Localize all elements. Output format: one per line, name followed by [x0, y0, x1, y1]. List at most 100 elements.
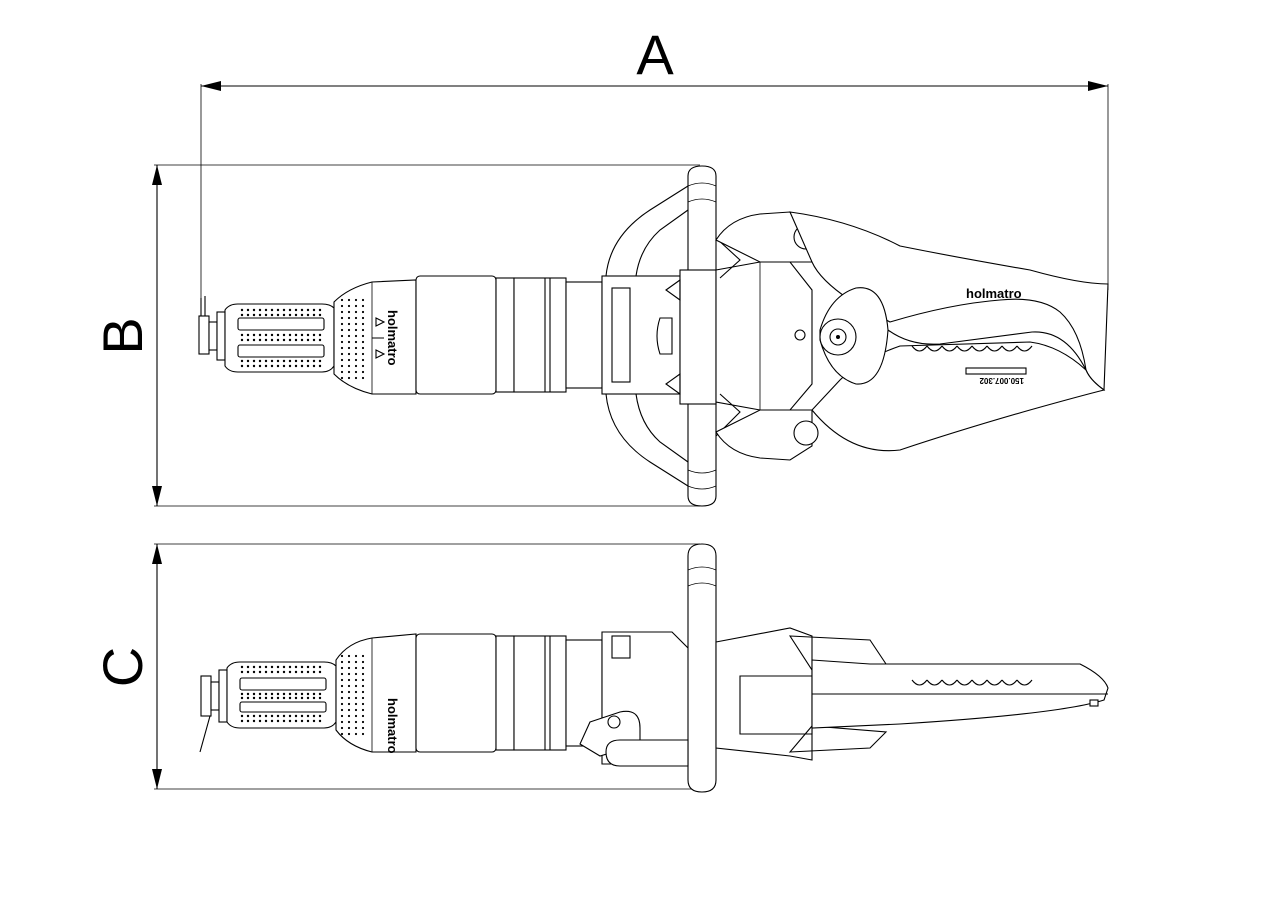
texture-dot	[347, 654, 351, 658]
blade-tooth	[956, 679, 973, 686]
texture-dot	[282, 696, 286, 700]
texture-dot	[258, 719, 262, 723]
texture-dot	[312, 692, 316, 696]
texture-dot	[361, 696, 365, 700]
texture-dot	[294, 338, 298, 342]
texture-dot	[276, 696, 280, 700]
texture-dot	[312, 714, 316, 718]
texture-dot	[347, 660, 351, 664]
texture-dot	[240, 665, 244, 669]
texture-dot	[306, 696, 310, 700]
texture-dot	[347, 666, 351, 670]
texture-dot	[264, 333, 268, 337]
texture-dot	[361, 672, 365, 676]
texture-dot	[340, 654, 344, 658]
part-number: 150.007.302	[979, 376, 1024, 385]
texture-dot	[354, 690, 358, 694]
texture-dot	[240, 696, 244, 700]
texture-dot	[300, 359, 304, 363]
texture-dot	[294, 670, 298, 674]
texture-dot	[246, 670, 250, 674]
blade-tooth	[971, 345, 988, 352]
texture-dot	[252, 308, 256, 312]
texture-dot	[240, 338, 244, 342]
texture-dot	[340, 666, 344, 670]
texture-dot	[340, 346, 344, 350]
texture-dot	[340, 690, 344, 694]
texture-dot	[240, 333, 244, 337]
texture-dot	[258, 714, 262, 718]
texture-dot	[347, 708, 351, 712]
texture-dot	[264, 359, 268, 363]
texture-dot	[347, 690, 351, 694]
texture-dot	[354, 358, 358, 362]
texture-dot	[347, 364, 351, 368]
blade-tooth	[986, 345, 1003, 352]
texture-dot	[318, 313, 322, 317]
blade-tooth	[1001, 345, 1018, 352]
texture-dot	[246, 719, 250, 723]
texture-dot	[354, 352, 358, 356]
texture-dot	[347, 714, 351, 718]
texture-dot	[361, 690, 365, 694]
texture-dot	[354, 304, 358, 308]
texture-dot	[270, 719, 274, 723]
side-view: holmatro	[199, 543, 1109, 793]
texture-dot	[258, 338, 262, 342]
texture-dot	[347, 298, 351, 302]
texture-dot	[347, 346, 351, 350]
texture-dot	[264, 696, 268, 700]
texture-dot	[347, 732, 351, 736]
texture-dot	[258, 333, 262, 337]
blade-tooth	[911, 345, 928, 352]
texture-dot	[340, 352, 344, 356]
cylinder-side	[415, 631, 691, 765]
texture-dot	[318, 338, 322, 342]
texture-dot	[354, 310, 358, 314]
texture-dot	[288, 670, 292, 674]
texture-dot	[246, 313, 250, 317]
texture-dot	[270, 308, 274, 312]
texture-dot	[240, 670, 244, 674]
texture-dot	[252, 359, 256, 363]
texture-dot	[246, 359, 250, 363]
texture-dot	[294, 714, 298, 718]
texture-dot	[300, 333, 304, 337]
hose-coupling-side	[199, 669, 228, 753]
texture-dot	[318, 719, 322, 723]
grip-top	[224, 303, 335, 373]
texture-dot	[354, 672, 358, 676]
handle-brand-side: holmatro	[385, 698, 400, 754]
texture-dot	[300, 670, 304, 674]
texture-dot	[347, 376, 351, 380]
texture-dot	[354, 660, 358, 664]
texture-dot	[361, 678, 365, 682]
texture-dot	[340, 702, 344, 706]
texture-dot	[270, 364, 274, 368]
texture-dot	[312, 665, 316, 669]
texture-dot	[264, 714, 268, 718]
blade-brand-top: holmatro	[966, 286, 1022, 301]
texture-dot	[258, 665, 262, 669]
texture-dot	[361, 684, 365, 688]
texture-dot	[282, 333, 286, 337]
texture-dot	[276, 665, 280, 669]
texture-dot	[354, 702, 358, 706]
texture-dot	[258, 670, 262, 674]
texture-dot	[264, 665, 268, 669]
texture-dot	[246, 696, 250, 700]
texture-dot	[288, 696, 292, 700]
texture-dot	[282, 364, 286, 368]
carrying-handle-side	[605, 543, 717, 793]
texture-dot	[361, 334, 365, 338]
texture-dot	[300, 313, 304, 317]
blade-tooth	[971, 679, 988, 686]
texture-dot	[318, 359, 322, 363]
texture-dot	[264, 364, 268, 368]
texture-dot	[282, 313, 286, 317]
texture-dot	[340, 364, 344, 368]
texture-dot	[340, 672, 344, 676]
texture-dot	[340, 660, 344, 664]
cutter-head-top	[715, 211, 819, 461]
blade-teeth-top	[911, 345, 1033, 352]
